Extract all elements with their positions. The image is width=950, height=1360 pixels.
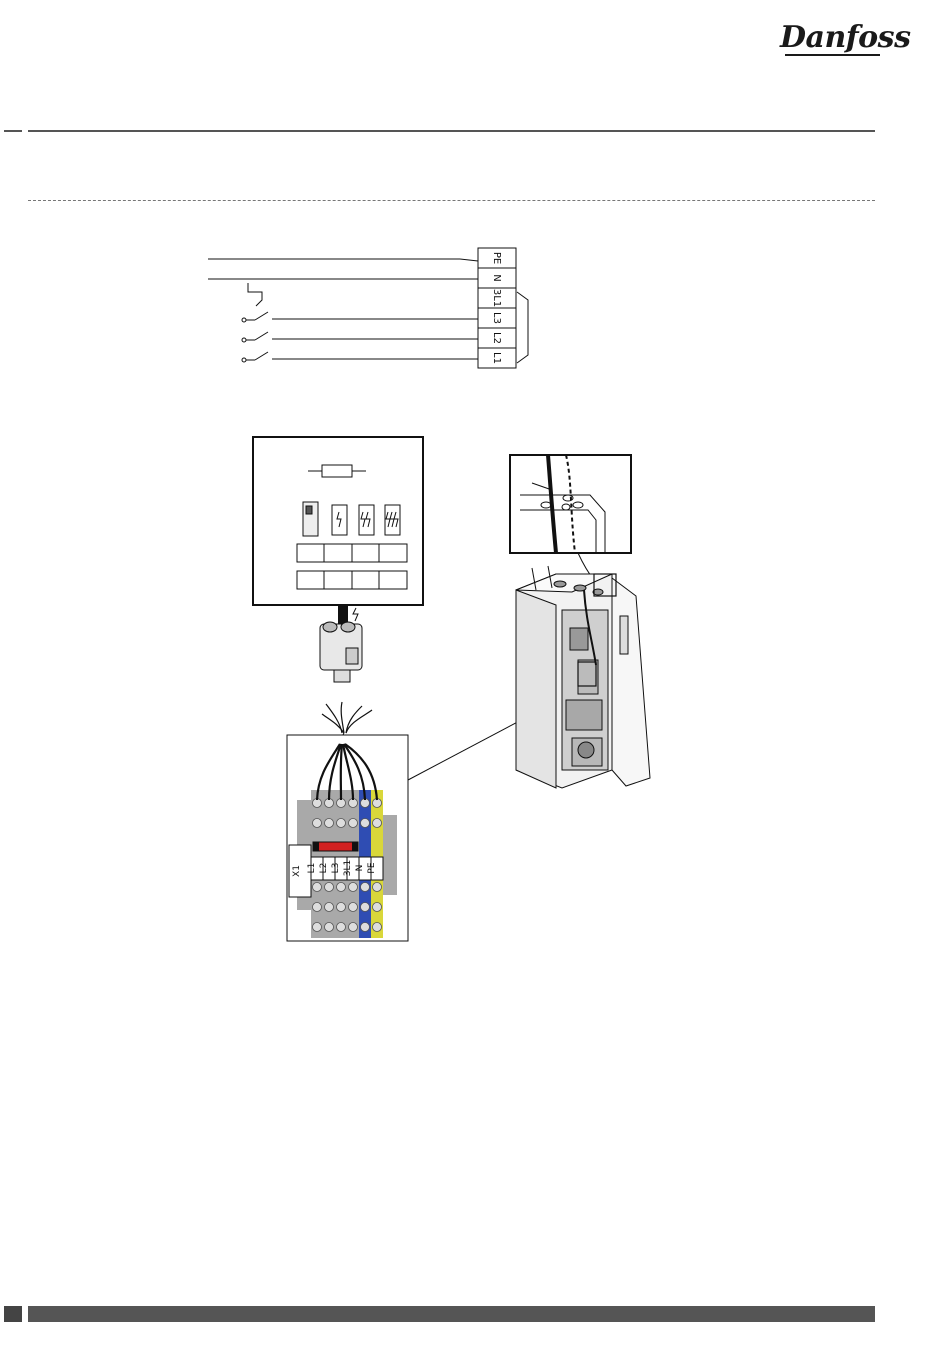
- distribution-panel: [253, 437, 423, 605]
- terminal-label-l1: L1: [491, 352, 502, 364]
- x1-label: X1: [292, 865, 302, 877]
- switch-l2: [242, 332, 478, 342]
- terminal-label-pe: PE: [491, 252, 502, 264]
- footer-block: [4, 1306, 22, 1322]
- stripped-wire-ends: [322, 702, 372, 733]
- thermostat-switch: [248, 283, 262, 306]
- block-label-3l1: 3L1: [343, 860, 353, 876]
- block-label-n: N: [355, 865, 365, 872]
- terminal-label-3l1: 3L1: [491, 289, 502, 307]
- switch-l1: [242, 352, 478, 362]
- terminal-label-l2: L2: [491, 332, 502, 344]
- block-label-l1: L1: [307, 863, 317, 874]
- bridge-bracket: [517, 292, 528, 363]
- terminal-label-n: N: [491, 274, 502, 281]
- schematic-diagram: [208, 248, 528, 368]
- fuse-symbol: [308, 465, 366, 477]
- cable-entry-detail: [510, 455, 631, 580]
- breaker-icons: [303, 502, 400, 536]
- block-label-l3: L3: [331, 863, 341, 874]
- terminal-block-frame: [287, 735, 408, 941]
- terminal-label-l3: L3: [491, 312, 502, 324]
- switch-l3: [242, 312, 478, 322]
- footer-bar: [28, 1306, 875, 1322]
- block-label-l2: L2: [319, 863, 329, 874]
- cable-gland-icon: [320, 622, 362, 682]
- panel-table: [297, 544, 407, 589]
- pe-line-end: [460, 259, 478, 261]
- block-label-pe: PE: [367, 862, 377, 873]
- heat-pump-unit-illustration: [516, 566, 650, 788]
